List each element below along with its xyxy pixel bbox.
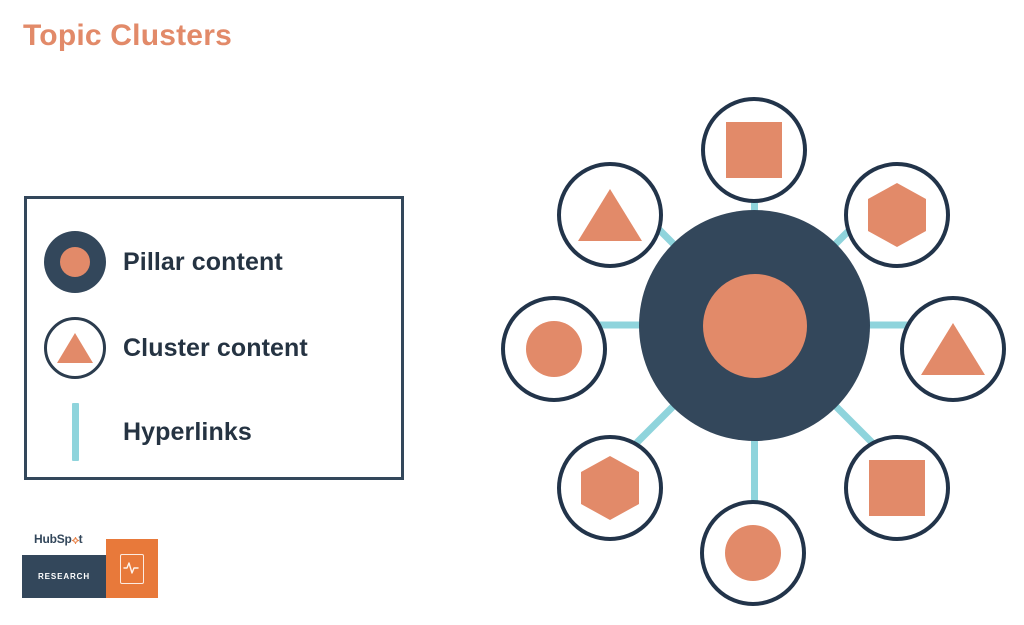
triangle-icon bbox=[921, 323, 985, 375]
legend-item-cluster-content: Cluster content bbox=[27, 313, 401, 383]
circle-icon bbox=[725, 525, 781, 581]
research-badge: RESEARCH bbox=[22, 555, 106, 598]
triangle-icon bbox=[57, 333, 93, 363]
pillar-content-hub[interactable] bbox=[639, 210, 870, 441]
cluster-node-right[interactable] bbox=[900, 296, 1006, 402]
legend-label-cluster-content: Cluster content bbox=[123, 333, 308, 362]
cluster-node-bottom-right[interactable] bbox=[844, 435, 950, 541]
cluster-node-top-left[interactable] bbox=[557, 162, 663, 268]
hubspot-wordmark-text: HubSp bbox=[34, 532, 72, 546]
cluster-node-left[interactable] bbox=[501, 296, 607, 402]
hyperlinks-marker bbox=[27, 397, 123, 467]
pillar-circle-icon bbox=[44, 231, 106, 293]
legend-panel: Pillar content Cluster content Hyperlink… bbox=[24, 196, 404, 480]
hexagon-icon bbox=[868, 183, 926, 247]
legend-label-hyperlinks: Hyperlinks bbox=[123, 417, 252, 446]
sprocket-icon bbox=[71, 533, 79, 544]
pillar-content-marker bbox=[27, 227, 123, 297]
pillar-hub-core bbox=[702, 273, 807, 378]
hexagon-icon bbox=[581, 456, 639, 520]
cluster-circle-icon bbox=[44, 317, 106, 379]
cluster-node-top[interactable] bbox=[701, 97, 807, 203]
square-icon bbox=[869, 460, 925, 516]
pillar-core-icon bbox=[60, 247, 90, 277]
hubspot-wordmark-suffix: t bbox=[78, 532, 83, 546]
research-badge-label: RESEARCH bbox=[37, 572, 91, 581]
legend-item-hyperlinks: Hyperlinks bbox=[27, 397, 401, 467]
page-title: Topic Clusters bbox=[23, 19, 232, 52]
logo-icon-tile bbox=[106, 539, 158, 598]
document-chart-icon bbox=[120, 553, 144, 584]
cluster-node-bottom-left[interactable] bbox=[557, 435, 663, 541]
legend-label-pillar-content: Pillar content bbox=[123, 247, 283, 276]
square-icon bbox=[726, 122, 782, 178]
cluster-node-top-right[interactable] bbox=[844, 162, 950, 268]
topic-cluster-diagram bbox=[484, 62, 1024, 622]
circle-icon bbox=[526, 321, 582, 377]
legend-item-pillar-content: Pillar content bbox=[27, 227, 401, 297]
hyperlink-line-icon bbox=[71, 403, 79, 461]
cluster-content-marker bbox=[27, 313, 123, 383]
triangle-icon bbox=[578, 189, 642, 241]
cluster-node-bottom[interactable] bbox=[700, 500, 806, 606]
